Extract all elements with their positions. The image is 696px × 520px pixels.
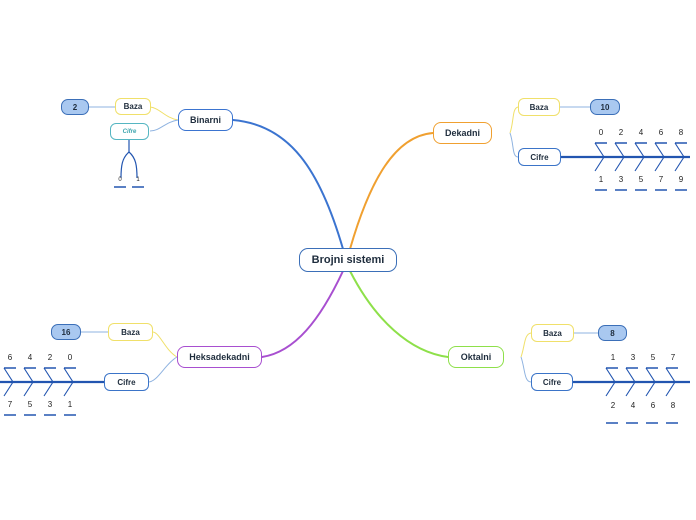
binarni-digit-fork [114, 140, 144, 188]
heksadekadni-digit: 4 [27, 353, 33, 362]
heksadekadni-digit: 0 [67, 353, 73, 362]
heksadekadni-fishbone [0, 367, 104, 416]
heksadekadni-cifre[interactable]: Cifre [104, 373, 149, 391]
binarni-cifre[interactable]: Cifre [110, 123, 149, 140]
topic-heksadekadni[interactable]: Heksadekadni [177, 346, 262, 368]
binarni-baza-value[interactable]: 2 [61, 99, 89, 115]
connector-dekadni-cifre [509, 132, 519, 158]
connector-oktalni-cifre [520, 356, 532, 383]
connector-binarni-baza [149, 106, 179, 121]
dekadni-cifre[interactable]: Cifre [518, 148, 561, 166]
dekadni-digit: 9 [678, 175, 684, 184]
oktalni-digit: 8 [670, 401, 676, 410]
dekadni-digit: 0 [598, 128, 604, 137]
topic-binarni[interactable]: Binarni [178, 109, 233, 131]
oktalni-digit: 4 [630, 401, 636, 410]
dekadni-digit: 4 [638, 128, 644, 137]
dekadni-digit: 2 [618, 128, 624, 137]
oktalni-digit: 1 [610, 353, 616, 362]
binarni-digit-1: 1 [136, 177, 140, 183]
connector-heksadekadni-baza [152, 331, 178, 358]
oktalni-fishbone [573, 367, 690, 424]
heksadekadni-digit: 5 [27, 400, 33, 409]
binarni-baza[interactable]: Baza [115, 98, 151, 115]
heksadekadni-digit: 6 [7, 353, 13, 362]
connector-heksadekadni-cifre [148, 356, 178, 383]
dekadni-digit: 5 [638, 175, 644, 184]
oktalni-baza[interactable]: Baza [531, 324, 574, 342]
central-topic[interactable]: Brojni sistemi [299, 248, 397, 272]
binarni-digit-0: 0 [118, 177, 122, 183]
topic-oktalni[interactable]: Oktalni [448, 346, 504, 368]
heksadekadni-digit: 7 [7, 400, 13, 409]
oktalni-baza-value[interactable]: 8 [598, 325, 627, 341]
connector-oktalni-baza [520, 332, 532, 358]
dekadni-fishbone [561, 142, 690, 191]
oktalni-digit: 2 [610, 401, 616, 410]
dekadni-digit: 8 [678, 128, 684, 137]
dekadni-digit: 7 [658, 175, 664, 184]
connector-heksadekadni [261, 270, 344, 358]
heksadekadni-digit: 1 [67, 400, 73, 409]
oktalni-digit: 5 [650, 353, 656, 362]
oktalni-digit: 7 [670, 353, 676, 362]
dekadni-digit: 1 [598, 175, 604, 184]
connector-dekadni [349, 132, 434, 250]
dekadni-digit: 3 [618, 175, 624, 184]
heksadekadni-digit: 3 [47, 400, 53, 409]
dekadni-baza-value[interactable]: 10 [590, 99, 620, 115]
connector-oktalni [349, 270, 449, 358]
dekadni-baza[interactable]: Baza [518, 98, 560, 116]
oktalni-cifre[interactable]: Cifre [531, 373, 573, 391]
oktalni-digit: 3 [630, 353, 636, 362]
heksadekadni-baza-value[interactable]: 16 [51, 324, 81, 340]
topic-dekadni[interactable]: Dekadni [433, 122, 492, 144]
oktalni-digit: 6 [650, 401, 656, 410]
dekadni-digit: 6 [658, 128, 664, 137]
connector-dekadni-baza [509, 106, 519, 134]
heksadekadni-baza[interactable]: Baza [108, 323, 153, 341]
heksadekadni-digit: 2 [47, 353, 53, 362]
connector-binarni [232, 119, 344, 250]
connector-binarni-cifre [149, 119, 179, 132]
